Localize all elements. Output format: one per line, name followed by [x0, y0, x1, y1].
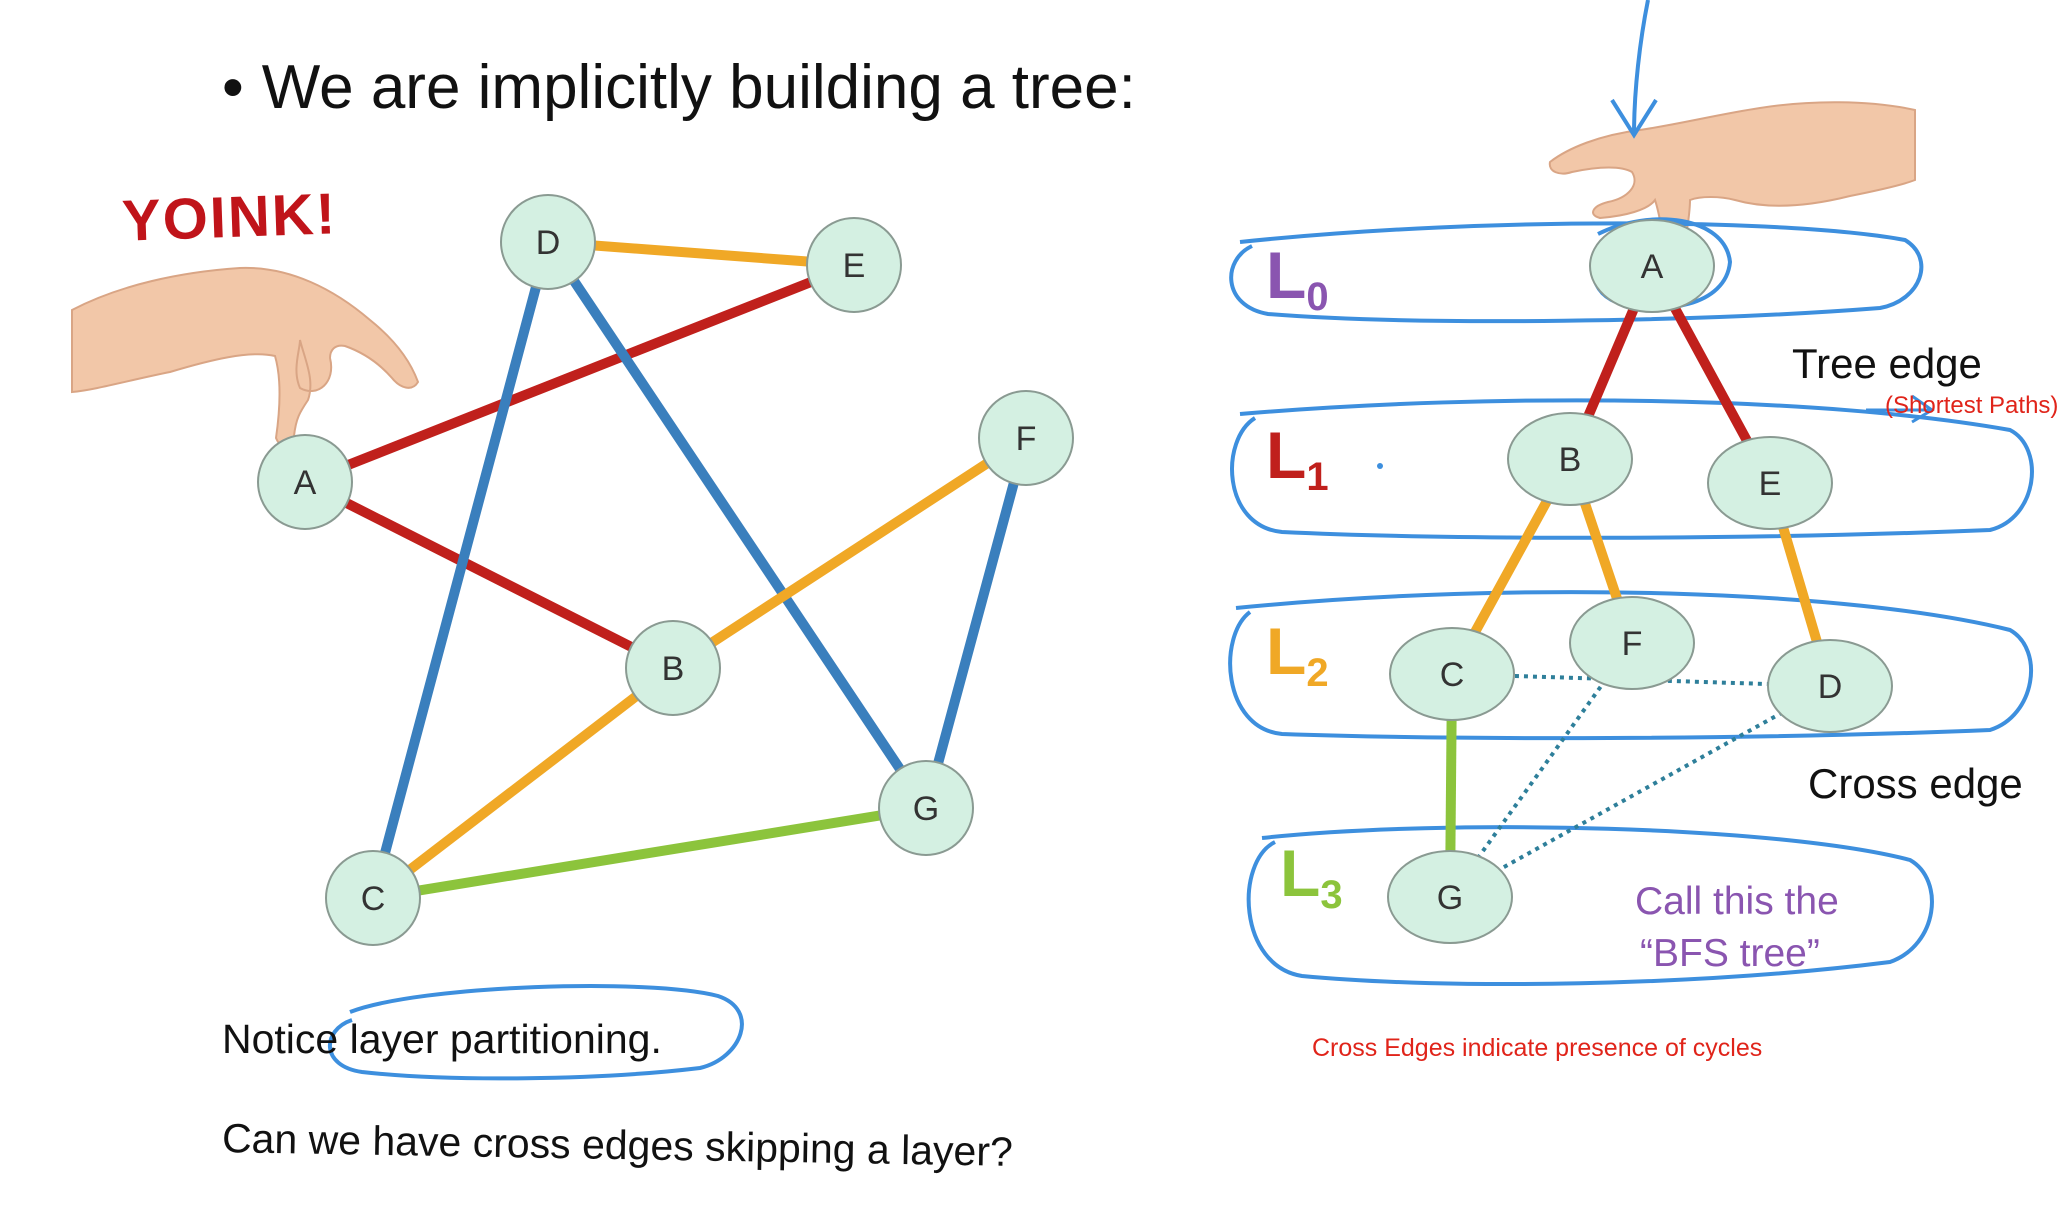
left-hand-icon — [71, 266, 420, 448]
shortest-paths-note: (Shortest Paths) — [1885, 392, 2059, 419]
notice-prefix: Notice — [222, 1016, 339, 1062]
layer-0-loop — [1229, 221, 1924, 324]
tree-node-circle — [1767, 639, 1893, 733]
title-bullet: • — [222, 53, 244, 122]
graph-node-label: B — [662, 650, 685, 688]
tree-node-circle — [1589, 219, 1715, 313]
tree-node-label: C — [1440, 656, 1465, 694]
notice-highlight: layer partitioning. — [349, 1016, 662, 1062]
graph-node-circle — [878, 760, 974, 856]
slide-title: •We are implicitly building a tree: — [222, 52, 1136, 123]
ink-dot — [1377, 463, 1383, 469]
left-graph-nodes: D E A F B G C — [257, 194, 1074, 946]
bfs-tree-edges — [1445, 263, 1835, 898]
pointer-arrow — [1610, 0, 1658, 139]
tree-node-circle — [1389, 627, 1515, 721]
graph-node-label: F — [1016, 420, 1037, 458]
graph-node-label: C — [361, 880, 386, 918]
layer-labels: L0 L1 L2 L3 — [1266, 238, 1343, 917]
title-text: We are implicitly building a tree: — [261, 53, 1136, 122]
tree-node-g: G — [1387, 850, 1513, 944]
tree-node-e: E — [1707, 436, 1833, 530]
tree-node-b: B — [1507, 412, 1633, 506]
graph-node-circle — [978, 390, 1074, 486]
bfs-tree-text: “BFS tree” — [1640, 932, 1820, 975]
graph-node-label: G — [913, 790, 939, 828]
graph-edge-f-g — [921, 436, 1031, 810]
graph-node-circle — [806, 217, 902, 313]
tree-node-d: D — [1767, 639, 1893, 733]
layer-0-label: L0 — [1266, 238, 1329, 319]
bfs-tree-nodes: A B E C F D G — [1387, 219, 1893, 944]
graph-edge-d-c — [368, 240, 553, 900]
graph-edge-c-g — [372, 803, 927, 903]
cross-edge-d-g — [1449, 684, 1831, 899]
tree-node-label: G — [1437, 879, 1463, 917]
layer-1-label: L1 — [1266, 418, 1329, 499]
graph-edge-b-c — [369, 664, 677, 902]
tree-node-a: A — [1589, 219, 1715, 313]
call-this-text: Call this the — [1635, 880, 1839, 923]
notice-highlight-loop — [327, 984, 744, 1081]
graph-node-b: B — [625, 620, 721, 716]
layer-loops — [1228, 0, 2034, 987]
tree-node-label: A — [1641, 248, 1664, 286]
graph-node-f: F — [978, 390, 1074, 486]
tree-node-label: B — [1559, 441, 1582, 479]
graph-node-circle — [325, 850, 421, 946]
tree-node-circle — [1507, 412, 1633, 506]
layer-3-label: L3 — [1280, 836, 1343, 917]
graph-node-label: A — [294, 464, 317, 502]
graph-edge-d-e — [547, 237, 855, 270]
tree-node-label: E — [1759, 465, 1782, 503]
graph-node-c: C — [325, 850, 421, 946]
layer-2-label: L2 — [1266, 614, 1329, 695]
graph-node-label: D — [536, 224, 561, 262]
graph-edge-a-e — [303, 260, 856, 487]
notice-text: Notice layer partitioning. — [222, 1016, 662, 1063]
tree-node-label: D — [1818, 668, 1843, 706]
graph-node-e: E — [806, 217, 902, 313]
tree-node-circle — [1707, 436, 1833, 530]
tree-node-c: C — [1389, 627, 1515, 721]
left-graph-edges — [302, 237, 1031, 903]
tree-edge-label: Tree edge — [1792, 340, 1982, 387]
graph-node-circle — [625, 620, 721, 716]
graph-node-a: A — [257, 434, 353, 530]
cycles-note: Cross Edges indicate presence of cycles — [1312, 1034, 1763, 1062]
graph-edge-a-b — [302, 477, 676, 673]
graph-edge-d-g — [543, 239, 931, 811]
layer-3-loop — [1246, 825, 1934, 987]
tree-node-f: F — [1569, 596, 1695, 690]
tree-node-circle — [1569, 596, 1695, 690]
graph-node-circle — [500, 194, 596, 290]
graph-edge-b-f — [670, 433, 1029, 673]
tree-node-label: F — [1622, 625, 1643, 663]
right-hand-icon — [1548, 101, 1916, 260]
tree-node-circle — [1387, 850, 1513, 944]
graph-node-d: D — [500, 194, 596, 290]
graph-node-circle — [257, 434, 353, 530]
graph-node-label: E — [843, 247, 866, 285]
cross-edge-f-g — [1448, 641, 1634, 899]
cross-edge-label: Cross edge — [1808, 760, 2023, 807]
graph-node-g: G — [878, 760, 974, 856]
shortest-paths-arrow — [1866, 394, 1935, 424]
layer-1-loop — [1230, 398, 2034, 540]
layer-2-loop — [1228, 590, 2033, 741]
